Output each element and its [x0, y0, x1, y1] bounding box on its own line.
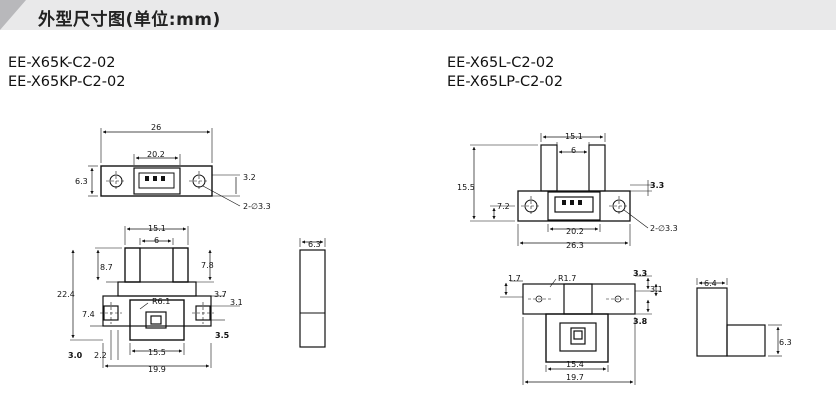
- dim-label: 22.4: [57, 290, 75, 299]
- right-model-list: EE-X65L-C2-02 EE-X65LP-C2-02: [447, 54, 563, 92]
- dim-label: 15.5: [148, 348, 166, 357]
- right-top-view: [470, 133, 652, 246]
- dim-label: 1.7: [508, 274, 521, 283]
- model-name: EE-X65KP-C2-02: [8, 74, 126, 90]
- dim-label: 20.2: [566, 227, 584, 236]
- section-title: 外型尺寸图(单位:mm): [38, 10, 221, 30]
- model-name: EE-X65LP-C2-02: [447, 74, 563, 90]
- dim-label: 3.0: [68, 351, 83, 360]
- dim-label: 8.7: [100, 263, 113, 272]
- dim-label: 3.3: [650, 181, 664, 190]
- dim-label: 6.3: [779, 338, 792, 347]
- dim-label: R1.7: [558, 274, 576, 283]
- dim-label: 3.5: [215, 331, 230, 340]
- dim-label: 15.1: [148, 224, 166, 233]
- dim-label: 3.8: [633, 317, 648, 326]
- section-header: 外型尺寸图(单位:mm): [0, 0, 836, 30]
- left-side-view: [299, 238, 326, 348]
- dim-label: 2-∅3.3: [243, 202, 271, 211]
- dim-label: 6: [571, 146, 576, 155]
- dim-label: 15.5: [457, 183, 475, 192]
- left-front-view: [70, 226, 240, 368]
- dim-label: 6: [154, 236, 159, 245]
- dim-label: 3.1: [230, 298, 243, 307]
- dim-label: 3.2: [243, 173, 256, 182]
- model-name: EE-X65L-C2-02: [447, 55, 555, 71]
- dim-label: 7.4: [82, 310, 95, 319]
- dim-label: R6.1: [152, 297, 170, 306]
- right-front-view: [500, 275, 660, 385]
- header-triangle-decoration: [0, 0, 26, 30]
- dim-label: 19.7: [566, 373, 584, 382]
- dim-label: 2.2: [94, 351, 107, 360]
- right-side-view: [696, 278, 782, 357]
- dim-label: 2-∅3.3: [650, 224, 678, 233]
- dim-label: 6.3: [308, 240, 321, 249]
- dim-label: 3.3: [633, 269, 647, 278]
- dim-label: 6.4: [704, 279, 717, 288]
- dim-label: 26.3: [566, 241, 584, 250]
- model-name: EE-X65K-C2-02: [8, 55, 116, 71]
- dim-label: 15.4: [566, 360, 584, 369]
- dim-label: 3.7: [214, 290, 227, 299]
- dim-label: 20.2: [147, 150, 165, 159]
- dim-label: 6.3: [75, 177, 88, 186]
- left-model-list: EE-X65K-C2-02 EE-X65KP-C2-02: [8, 54, 125, 92]
- dim-label: 19.9: [148, 365, 166, 374]
- dim-label: 7.2: [497, 202, 510, 211]
- dim-label: 15.1: [565, 132, 583, 141]
- dim-label: 3.1: [650, 285, 663, 294]
- left-top-view: [88, 128, 241, 207]
- dim-label: 26: [151, 123, 161, 132]
- dim-label: 7.8: [201, 261, 214, 270]
